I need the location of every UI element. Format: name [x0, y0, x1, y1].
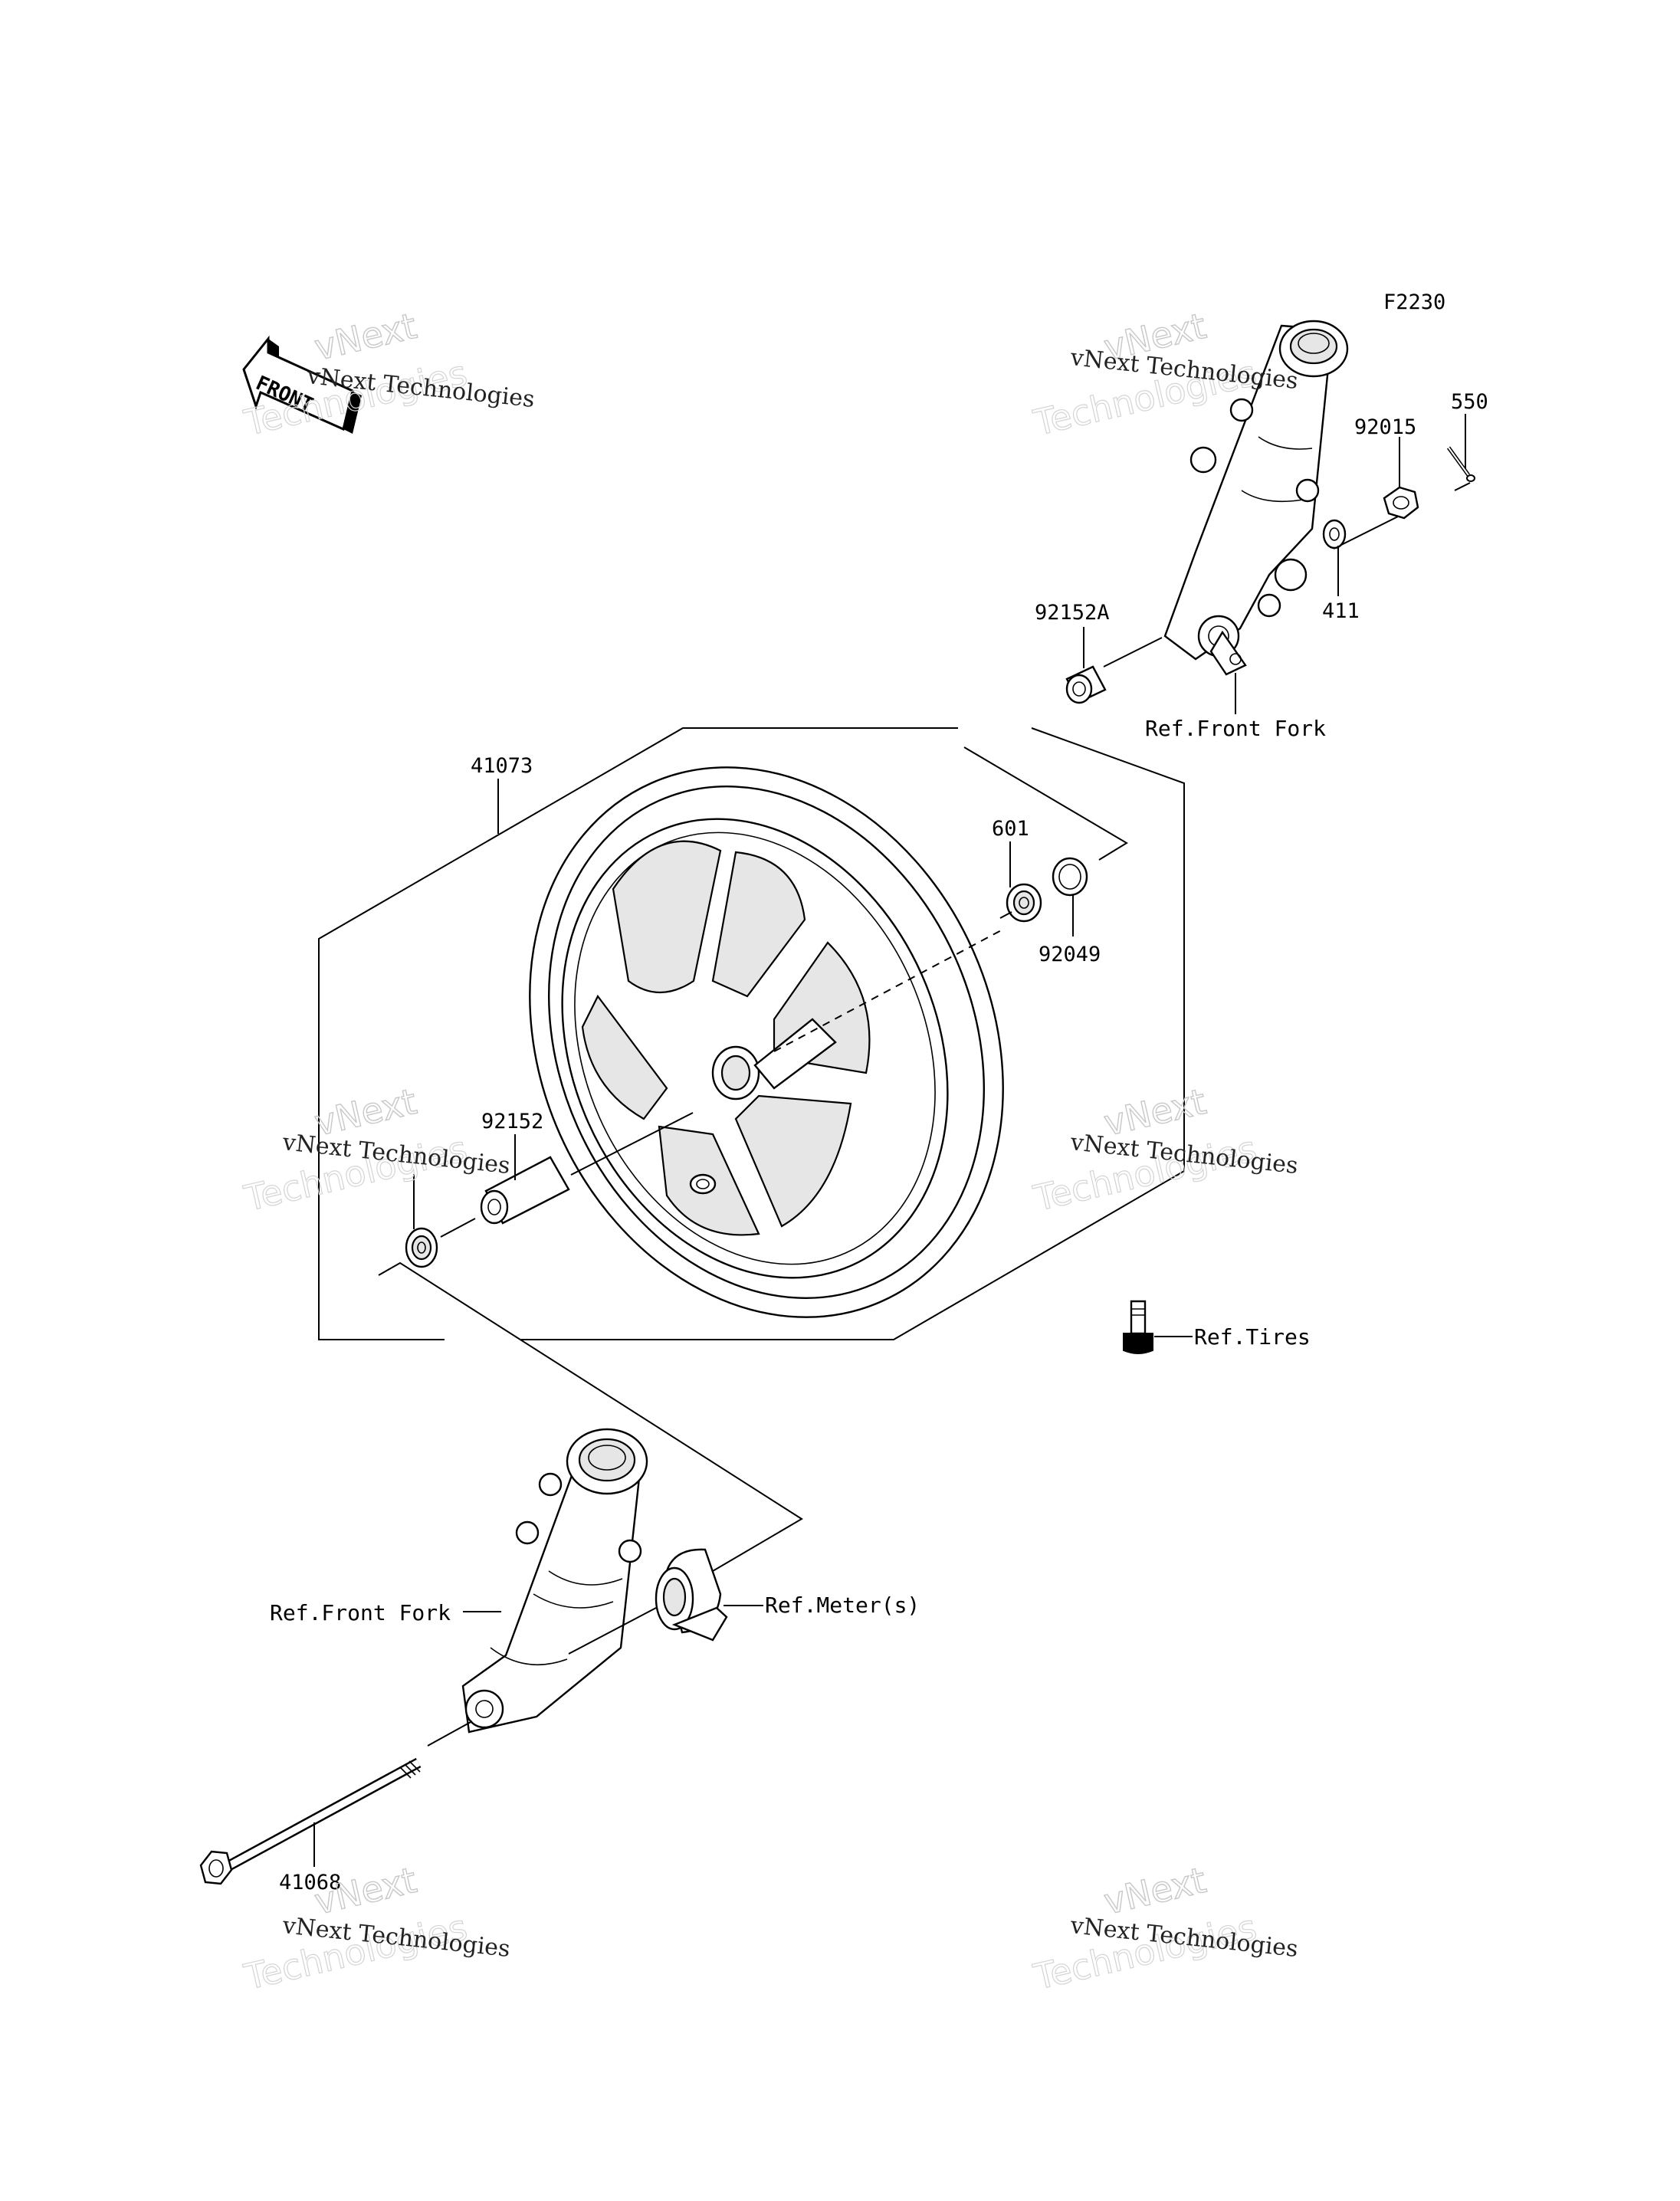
ref-front-fork-lower[interactable]: Ref.Front Fork	[270, 1600, 451, 1625]
bracket-41073-right	[521, 727, 1185, 1340]
axle-line-upper-c	[1103, 637, 1163, 668]
bracket-41073-left	[318, 727, 958, 1340]
front-fork-right-leg	[1163, 320, 1349, 676]
front-wheel-rim	[529, 766, 1004, 1318]
collar-92152A	[1065, 665, 1107, 704]
axle-41068	[199, 1757, 422, 1885]
svg-text:vNext: vNext	[1100, 1859, 1209, 1923]
part-number-92015[interactable]: 92015	[1354, 415, 1416, 439]
axle-line-upper-b	[1454, 482, 1471, 491]
axle-line-left-bearing	[440, 1218, 476, 1238]
axle-centerline	[773, 928, 1005, 1052]
svg-text:vNext: vNext	[310, 305, 420, 369]
washer-411	[1322, 519, 1347, 549]
part-number-92152[interactable]: 92152	[481, 1110, 543, 1133]
axle-line-upper-a	[1333, 511, 1408, 549]
axle-line-left	[570, 1112, 694, 1176]
meter-gear-housing	[655, 1548, 728, 1642]
bracket-601-92049	[963, 746, 1128, 861]
part-number-550[interactable]: 550	[1451, 390, 1488, 414]
part-number-601[interactable]: 601	[992, 817, 1029, 841]
part-number-41073[interactable]: 41073	[471, 754, 533, 778]
collar-92152	[480, 1156, 570, 1225]
ref-meters[interactable]: Ref.Meter(s)	[765, 1593, 920, 1618]
ref-front-fork-upper[interactable]: Ref.Front Fork	[1145, 716, 1326, 741]
ref-tires[interactable]: Ref.Tires	[1194, 1324, 1311, 1350]
bracket-lower	[378, 1261, 803, 1572]
axle-line-601	[999, 911, 1012, 919]
axle-line-meter	[568, 1607, 657, 1655]
watermark-4: vNext Technologies vNext Technologies	[1029, 1080, 1299, 1219]
bearing-left	[405, 1227, 438, 1268]
figure-code: F2230	[1383, 290, 1445, 314]
axle-line-lower	[427, 1720, 473, 1747]
oil-seal-92049	[1052, 857, 1088, 897]
axle-nut-92015	[1383, 486, 1419, 520]
svg-text:vNext: vNext	[310, 1859, 420, 1923]
part-number-411[interactable]: 411	[1322, 599, 1360, 623]
tire-valve	[1123, 1300, 1153, 1354]
bearing-601	[1006, 883, 1042, 923]
watermark-6: vNext Technologies vNext Technologies	[1029, 1858, 1299, 1998]
part-number-92152A[interactable]: 92152A	[1035, 601, 1110, 625]
part-number-92049[interactable]: 92049	[1039, 943, 1101, 966]
part-number-41068[interactable]: 41068	[279, 1871, 341, 1894]
cotter-pin-550	[1446, 446, 1475, 482]
watermark-3: vNext Technologies vNext Technologies	[240, 1080, 511, 1219]
front-fork-left-leg	[461, 1428, 648, 1734]
